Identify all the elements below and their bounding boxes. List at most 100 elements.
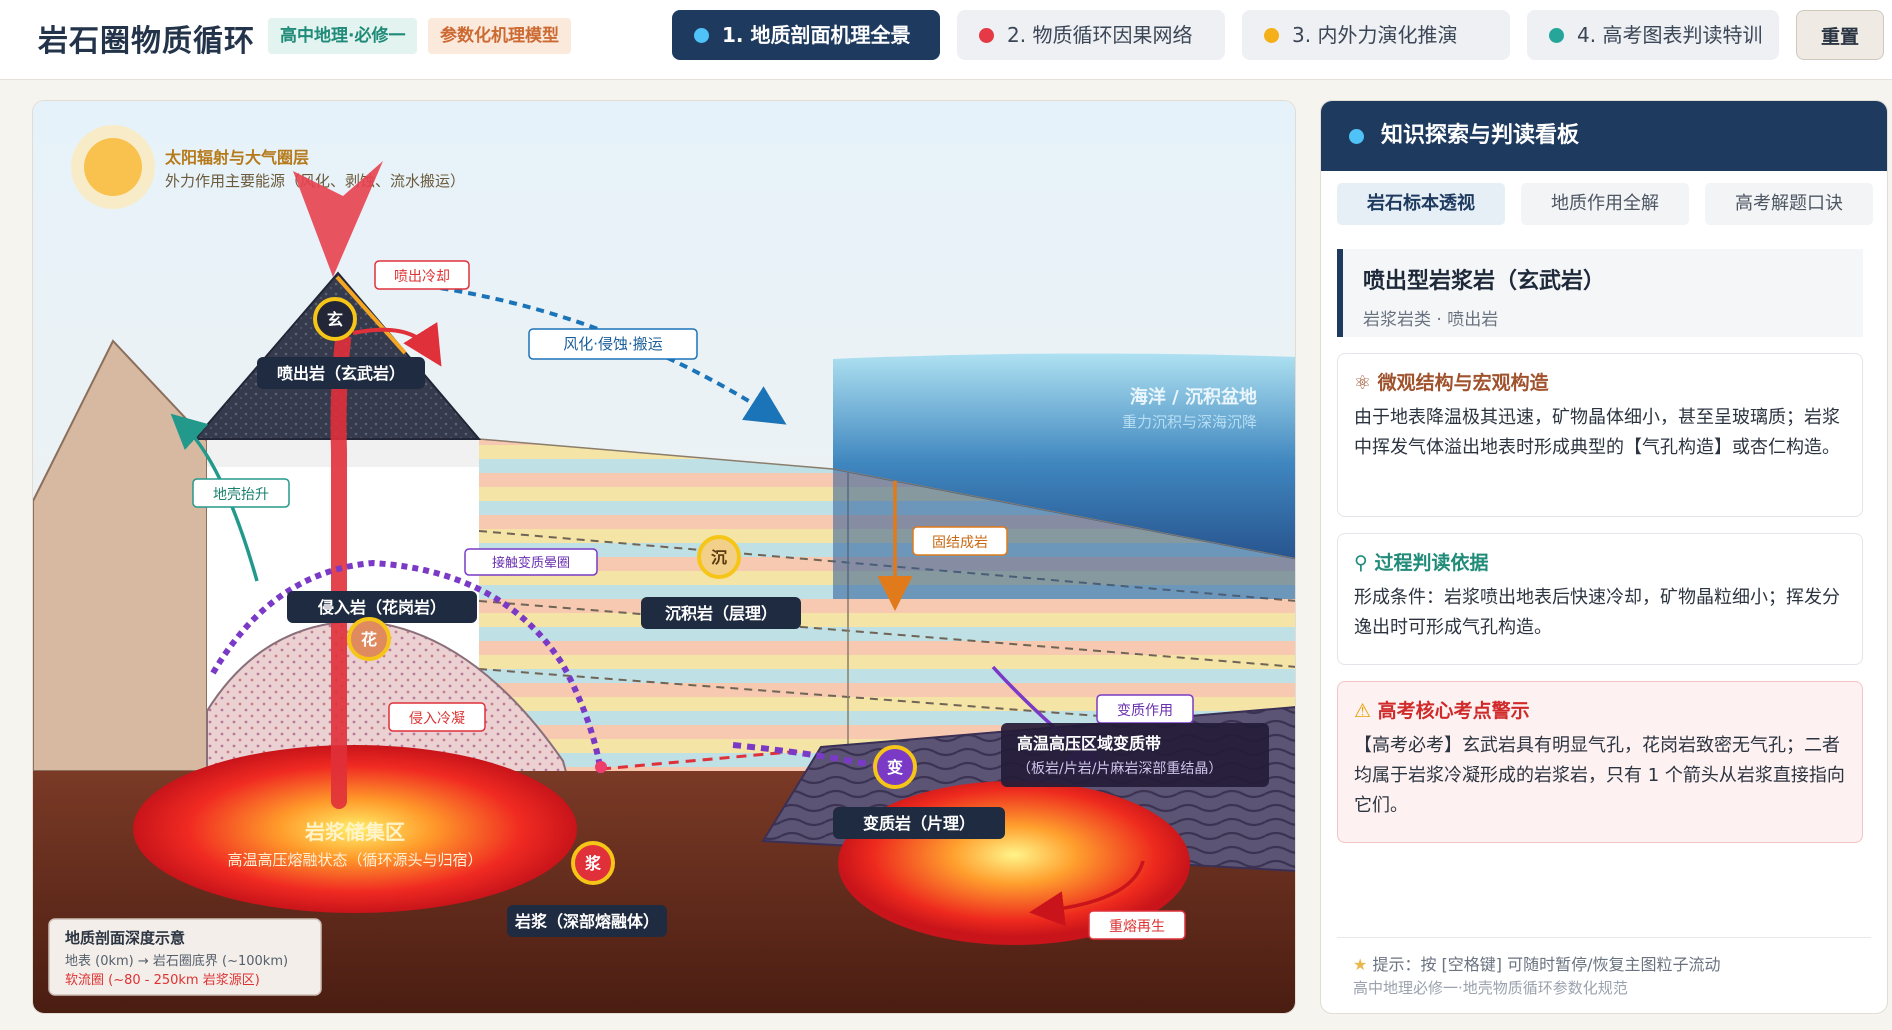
extrusive-tag-label: 喷出冷却 xyxy=(374,260,470,290)
sun-subtitle: 外力作用主要能源（风化、剥蚀、流水搬运） xyxy=(165,172,465,190)
ocean-water-overlay xyxy=(833,469,1295,599)
ocean-title: 海洋 / 沉积盆地 xyxy=(1130,386,1257,408)
contact-meta-label: 接触变质晕圈 xyxy=(464,548,598,576)
contact-aureole xyxy=(210,559,604,774)
magma-zone-subtitle: 高温高压熔融状态（循环源头与归宿） xyxy=(227,851,482,869)
knowledge-panel: 知识探索与判读看板 岩石标本透视 地质作用全解 高考解题口诀 喷出型岩浆岩（玄武… xyxy=(1320,100,1888,1014)
magma-badge[interactable]: 浆 xyxy=(571,841,615,885)
tab-force-evolution[interactable]: 3. 内外力演化推演 xyxy=(1242,10,1510,60)
panel-subtabs: 岩石标本透视 地质作用全解 高考解题口诀 xyxy=(1337,183,1873,225)
svg-text:喷出岩（玄武岩）: 喷出岩（玄武岩） xyxy=(277,364,405,383)
granite-badge[interactable]: 花 xyxy=(347,617,391,661)
magma-conduit xyxy=(330,333,351,809)
rock-name: 喷出型岩浆岩（玄武岩） xyxy=(1363,269,1606,294)
lava-flow-line xyxy=(335,275,407,355)
panel-title: 知识探索与判读看板 xyxy=(1381,123,1580,148)
svg-text:侵入岩（花岗岩）: 侵入岩（花岗岩） xyxy=(317,598,446,617)
svg-text:花: 花 xyxy=(361,630,377,649)
intrusive-tag-label: 侵入冷凝 xyxy=(388,702,486,732)
tab-dot-icon xyxy=(979,28,994,43)
warning-card-text: 【高考必考】玄武岩具有明显气孔，花岗岩致密无气孔；二者均属于岩浆冷凝形成的岩浆岩… xyxy=(1354,735,1845,816)
rock-class: 岩浆岩类 · 喷出岩 xyxy=(1363,310,1499,330)
structure-card-title: ⚛ 微观结构与宏观构造 xyxy=(1354,372,1549,394)
svg-text:玄: 玄 xyxy=(327,310,343,329)
meta-badge[interactable]: 变 xyxy=(873,745,917,789)
reset-button[interactable]: 重置 xyxy=(1796,10,1884,60)
svg-text:喷出冷却: 喷出冷却 xyxy=(394,269,450,285)
structure-card: ⚛ 微观结构与宏观构造 由于地表降温极其迅速，矿物晶体细小，甚至呈玻璃质；岩浆中… xyxy=(1337,353,1863,517)
sediment-badge[interactable]: 沉 xyxy=(697,535,741,579)
spec-note: 高中地理必修一·地壳物质循环参数化规范 xyxy=(1353,979,1628,997)
basalt-badge[interactable]: 玄 xyxy=(313,297,357,341)
svg-text:变质作用: 变质作用 xyxy=(1117,703,1173,719)
svg-text:沉积岩（层理）: 沉积岩（层理） xyxy=(665,604,777,623)
extrusive-rock-label: 喷出岩（玄武岩） xyxy=(257,357,425,389)
process-card-title: ⚲ 过程判读依据 xyxy=(1354,552,1489,574)
eruption-plume xyxy=(293,161,383,277)
svg-text:（板岩/片岩/片麻岩深部重结晶）: （板岩/片岩/片麻岩深部重结晶） xyxy=(1017,761,1222,777)
svg-text:软流圈 (~80 - 250km 岩浆源区): 软流圈 (~80 - 250km 岩浆源区) xyxy=(65,973,260,988)
process-card-text: 形成条件：岩浆喷出地表后快速冷却，矿物晶粒细小；挥发分逸出时可形成气孔构造。 xyxy=(1354,587,1840,638)
subtab-rock-specimen[interactable]: 岩石标本透视 xyxy=(1337,183,1505,225)
intrusive-rock-label: 侵入岩（花岗岩） xyxy=(287,591,477,623)
app-title: 岩石圈物质循环 xyxy=(38,24,255,59)
structure-card-text: 由于地表降温极其迅速，矿物晶体细小，甚至呈玻璃质；岩浆中挥发气体溢出地表时形成典… xyxy=(1354,407,1840,458)
meta-zone-label: 高温高压区域变质带 （板岩/片岩/片麻岩深部重结晶） xyxy=(1001,723,1269,787)
metamorphic-rock-label: 变质岩（片理） xyxy=(833,807,1005,839)
sun-title: 太阳辐射与大气圈层 xyxy=(164,148,309,167)
remelt-arrow xyxy=(1029,860,1145,927)
tab-dot-icon xyxy=(694,28,709,43)
svg-text:侵入冷凝: 侵入冷凝 xyxy=(409,710,465,727)
svg-text:岩浆（深部熔融体）: 岩浆（深部熔融体） xyxy=(514,912,659,931)
rock-heading: 喷出型岩浆岩（玄武岩） 岩浆岩类 · 喷出岩 xyxy=(1337,249,1863,337)
svg-text:地质剖面深度示意: 地质剖面深度示意 xyxy=(65,929,185,947)
depth-legend: 地质剖面深度示意 地表 (0km) → 岩石圈底界 (~100km) 软流圈 (… xyxy=(48,918,322,996)
uplift-label: 地壳抬升 xyxy=(192,478,290,508)
magma-zone-title: 岩浆储集区 xyxy=(304,820,405,844)
tab-dot-icon xyxy=(1264,28,1279,43)
svg-text:变质岩（片理）: 变质岩（片理） xyxy=(863,814,975,833)
svg-text:重熔再生: 重熔再生 xyxy=(1109,919,1165,935)
top-bar: 岩石圈物质循环 高中地理·必修一 参数化机理模型 1. 地质剖面机理全景 2. … xyxy=(0,0,1892,80)
model-tag: 参数化机理模型 xyxy=(428,18,571,54)
svg-text:高温高压区域变质带: 高温高压区域变质带 xyxy=(1017,734,1161,753)
remelt-label: 重熔再生 xyxy=(1088,910,1186,940)
warning-icon: ⚠ xyxy=(1354,700,1372,722)
particle-dot xyxy=(595,761,607,773)
sedimentary-label: 沉积岩（层理） xyxy=(641,597,801,629)
geologic-profile-diagram: 太阳辐射与大气圈层 外力作用主要能源（风化、剥蚀、流水搬运） 海洋 / 沉积盆地… xyxy=(32,100,1296,1014)
panel-divider xyxy=(1337,937,1871,938)
svg-text:地表 (0km) → 岩石圈底界 (~100km): 地表 (0km) → 岩石圈底界 (~100km) xyxy=(65,953,288,969)
magma-label: 岩浆（深部熔融体） xyxy=(507,905,667,937)
lithify-label: 固结成岩 xyxy=(912,526,1008,556)
metamorphism-label: 变质作用 xyxy=(1096,694,1194,724)
extrusion-arrow xyxy=(352,322,442,367)
panel-dot-icon xyxy=(1349,129,1364,144)
panel-header: 知识探索与判读看板 xyxy=(1321,101,1887,171)
grade-tag: 高中地理·必修一 xyxy=(268,18,418,54)
tab-label: 1. 地质剖面机理全景 xyxy=(722,23,911,47)
ocean-subtitle: 重力沉积与深海沉降 xyxy=(1122,413,1257,431)
warning-card-title: ⚠ 高考核心考点警示 xyxy=(1354,700,1530,722)
tab-profile-panorama[interactable]: 1. 地质剖面机理全景 xyxy=(672,10,940,60)
tab-dot-icon xyxy=(1549,28,1564,43)
subtab-exam-tips[interactable]: 高考解题口诀 xyxy=(1705,183,1873,225)
subtab-geologic-process[interactable]: 地质作用全解 xyxy=(1521,183,1689,225)
tab-exam-training[interactable]: 4. 高考图表判读特训 xyxy=(1527,10,1779,60)
tab-causal-network[interactable]: 2. 物质循环因果网络 xyxy=(957,10,1225,60)
tab-label: 4. 高考图表判读特训 xyxy=(1577,23,1763,47)
svg-text:浆: 浆 xyxy=(584,854,602,873)
magnifier-icon: ⚲ xyxy=(1354,552,1368,574)
svg-text:接触变质晕圈: 接触变质晕圈 xyxy=(492,555,570,571)
svg-text:地壳抬升: 地壳抬升 xyxy=(213,486,269,503)
profile-svg: 太阳辐射与大气圈层 外力作用主要能源（风化、剥蚀、流水搬运） 海洋 / 沉积盆地… xyxy=(33,101,1295,1013)
lightbulb-icon: ★ xyxy=(1353,955,1368,974)
magma-chamber-left xyxy=(133,745,577,913)
microscope-icon: ⚛ xyxy=(1354,372,1372,394)
tab-label: 3. 内外力演化推演 xyxy=(1292,23,1458,47)
warning-card: ⚠ 高考核心考点警示 【高考必考】玄武岩具有明显气孔，花岗岩致密无气孔；二者均属… xyxy=(1337,681,1863,843)
keyboard-tip: ★ 提示：按 [空格键] 可随时暂停/恢复主图粒子流动 xyxy=(1353,955,1721,974)
svg-text:风化·侵蚀·搬运: 风化·侵蚀·搬运 xyxy=(563,335,663,353)
svg-text:固结成岩: 固结成岩 xyxy=(932,535,988,551)
sun-icon xyxy=(71,125,155,209)
